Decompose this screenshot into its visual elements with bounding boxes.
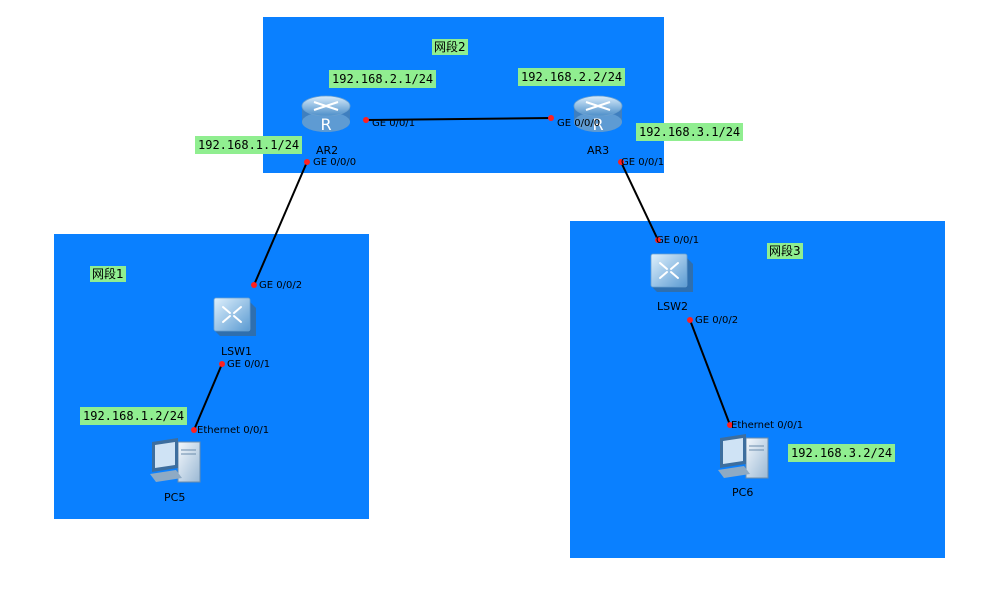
port-label-lsw2-to-pc6: GE 0/0/2 [695,315,739,326]
ip-label-pc6: 192.168.3.2/24 [788,444,896,462]
port-label-ar3-to-lsw2: GE 0/0/1 [621,157,665,168]
zone-label-segment-2: 网段2 [432,39,468,55]
port-label-lsw1-to-pc5: GE 0/0/1 [227,359,271,370]
network-area-segment-3 [570,221,945,558]
link-ar2-ar3[interactable] [365,117,552,121]
svg-text:R: R [592,115,603,134]
port-dot[interactable] [363,117,369,123]
device-name-ar2: AR2 [316,144,339,157]
port-dot[interactable] [251,282,257,288]
port-dot[interactable] [548,115,554,121]
pc6-icon[interactable] [718,434,769,479]
port-dot[interactable] [655,237,661,243]
device-name-lsw1: LSW1 [221,345,252,358]
link-ar3-lsw2[interactable] [620,161,659,241]
ip-label-ar2-ge001: 192.168.2.1/24 [329,70,437,88]
port-dot[interactable] [618,159,624,165]
link-lsw2-pc6[interactable] [689,319,731,426]
ip-label-ar3-ge000: 192.168.2.2/24 [518,68,626,86]
pc5-icon[interactable] [150,438,201,483]
port-label-ar3-to-ar2: GE 0/0/0 [557,118,601,129]
zone-label-segment-3: 网段3 [767,243,803,259]
port-label-ar2-to-lsw1: GE 0/0/0 [313,157,357,168]
port-dot[interactable] [727,422,733,428]
switch-lsw1-icon[interactable] [213,297,256,336]
port-label-pc5-eth: Ethernet 0/0/1 [197,425,270,436]
router-ar2-icon[interactable]: R [301,95,351,134]
port-dot[interactable] [687,317,693,323]
device-name-pc6: PC6 [732,486,754,499]
port-label-ar2-to-ar3: GE 0/0/1 [372,118,416,129]
device-name-lsw2: LSW2 [657,300,688,313]
port-dot[interactable] [304,159,310,165]
device-name-pc5: PC5 [164,491,186,504]
device-name-ar3: AR3 [587,144,610,157]
link-lsw1-pc5[interactable] [193,363,223,431]
port-label-pc6-eth: Ethernet 0/0/1 [731,420,804,431]
port-label-lsw1-to-ar2: GE 0/0/2 [259,280,303,291]
switch-lsw2-icon[interactable] [650,253,693,292]
ip-label-pc5: 192.168.1.2/24 [80,407,188,425]
port-dot[interactable] [191,427,197,433]
router-ar3-icon[interactable]: R [573,95,623,134]
link-ar2-lsw1[interactable] [253,161,308,286]
ip-label-ar2-ge000: 192.168.1.1/24 [195,136,303,154]
zone-label-segment-1: 网段1 [90,266,126,282]
svg-text:R: R [320,115,331,134]
ip-label-ar3-ge001: 192.168.3.1/24 [636,123,744,141]
port-dot[interactable] [219,361,225,367]
port-label-lsw2-to-ar3: GE 0/0/1 [656,235,700,246]
